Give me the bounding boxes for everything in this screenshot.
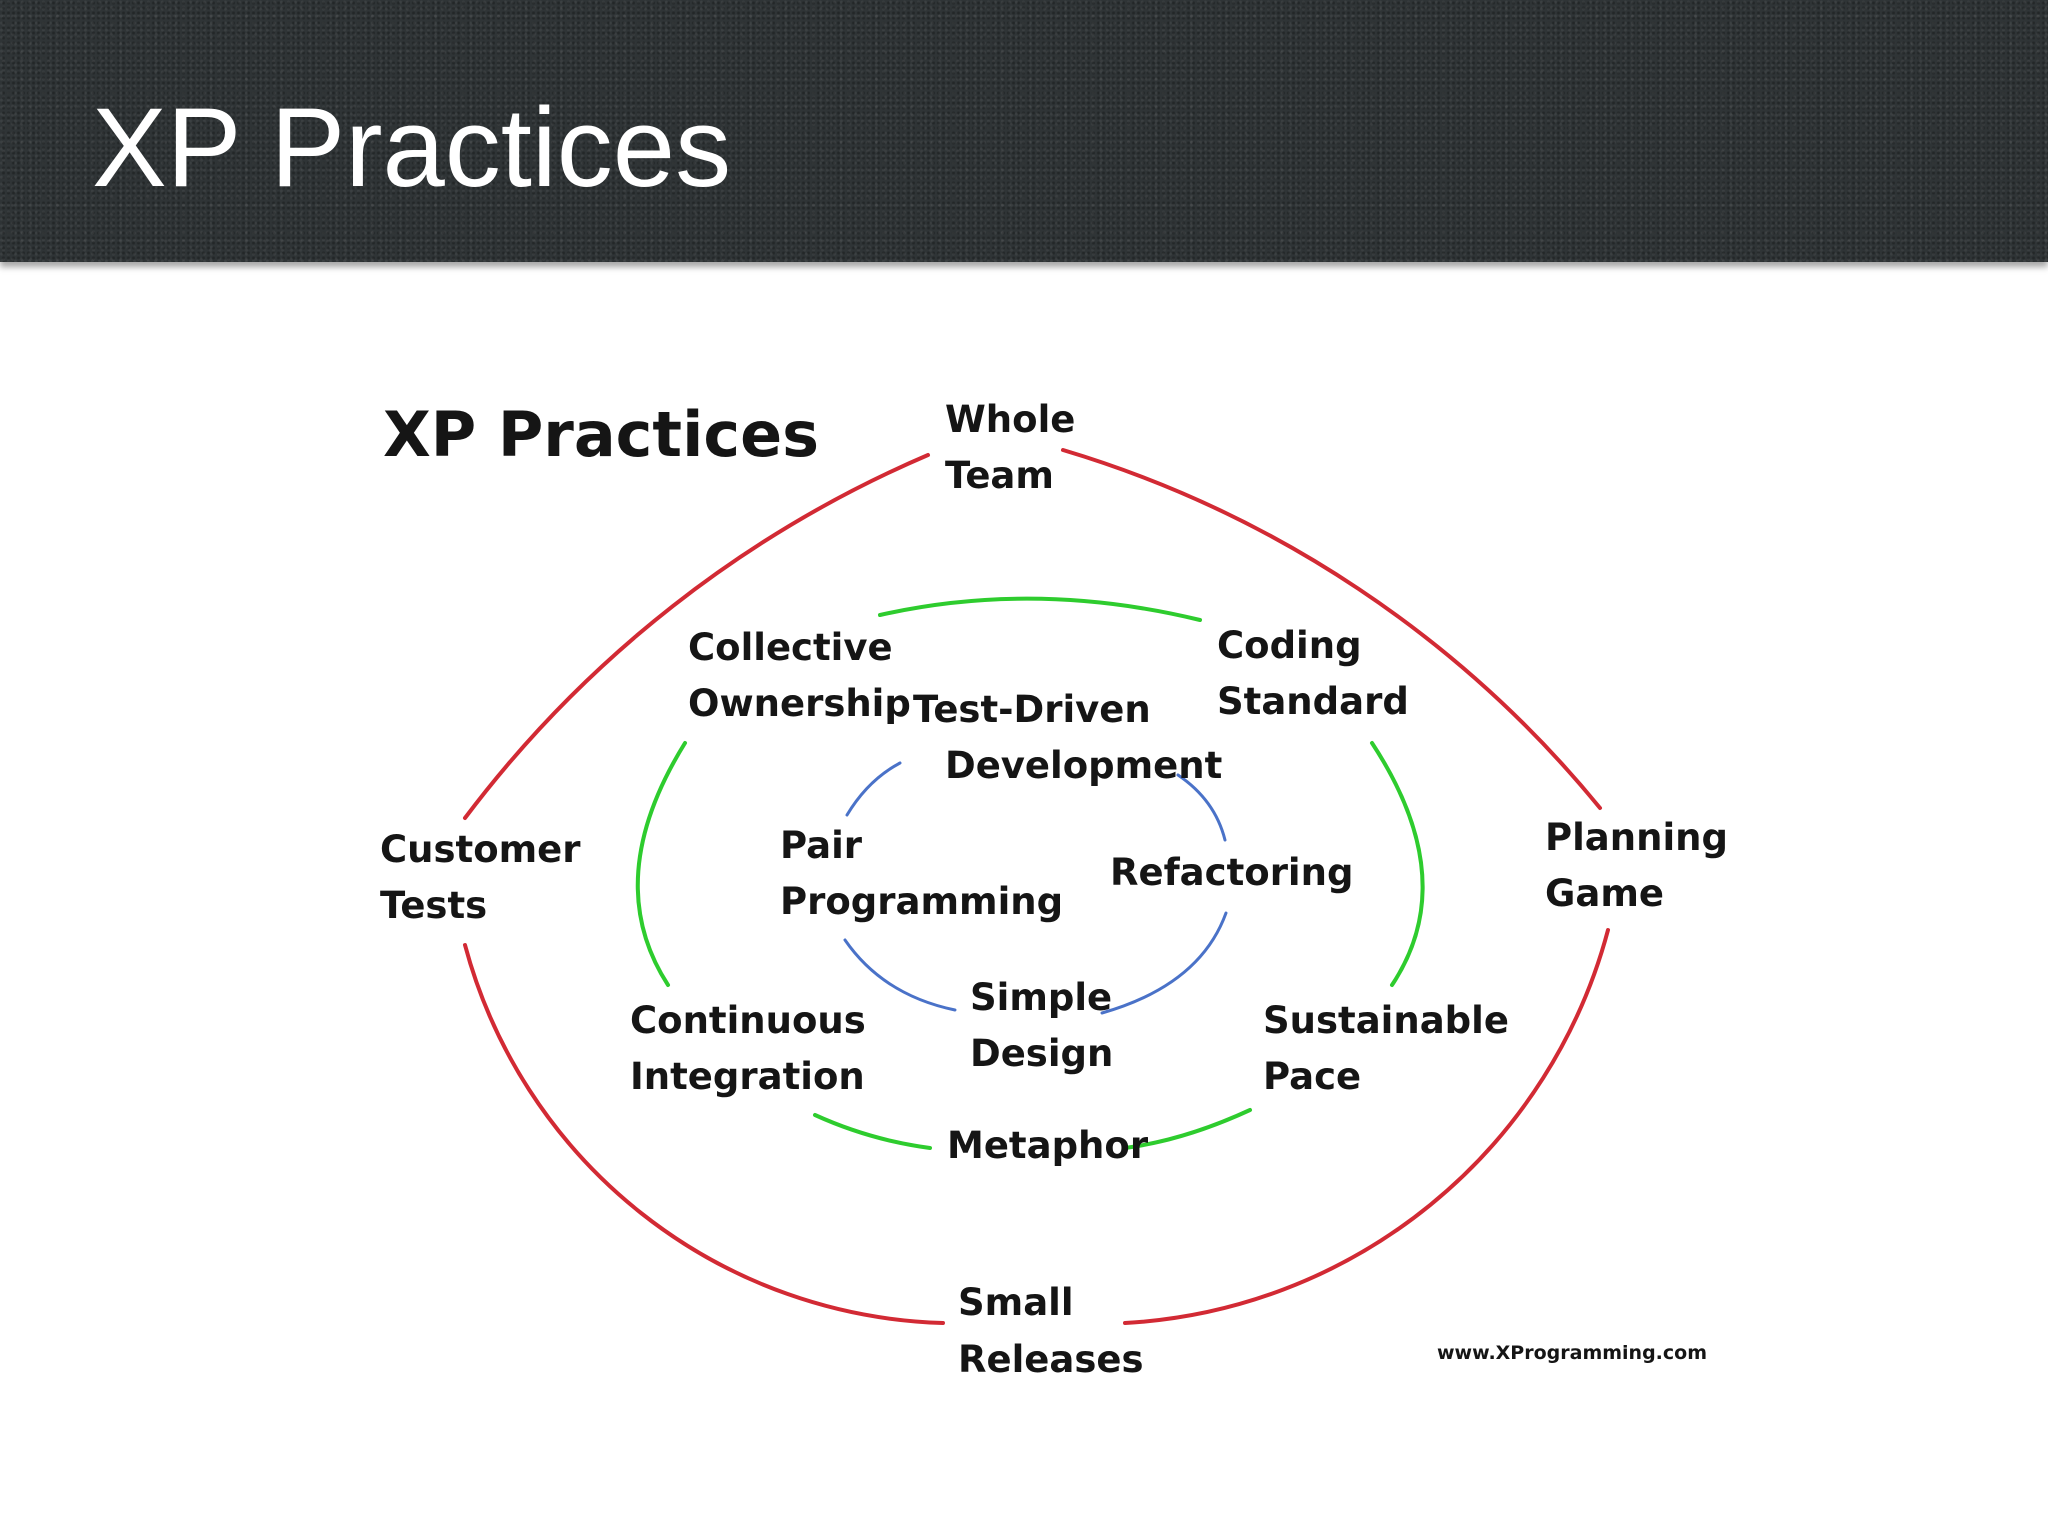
- small-releases-label: Small: [958, 1281, 1074, 1324]
- planning-game-label: Game: [1545, 872, 1664, 915]
- diagram-title: XP Practices: [383, 398, 819, 471]
- inner-ring-arc: [1100, 911, 1228, 1015]
- collective-ownership-label: Collective: [688, 626, 893, 669]
- refactoring-label: Refactoring: [1110, 851, 1353, 894]
- simple-design-label: Design: [970, 1032, 1113, 1075]
- pair-programming-label: Pair: [780, 824, 863, 867]
- middle-ring-labels: Collective Ownership Coding Standard Sus…: [630, 624, 1509, 1167]
- inner-ring-labels: Test-Driven Development Refactoring Simp…: [780, 688, 1353, 1075]
- customer-tests-label: Customer: [380, 828, 581, 871]
- middle-ring: [635, 596, 1425, 1150]
- sustainable-pace-label: Sustainable: [1263, 999, 1509, 1042]
- outer-ring-labels: Whole Team Planning Game Small Releases …: [380, 398, 1728, 1381]
- credit-text: www.XProgramming.com: [1437, 1342, 1707, 1364]
- whole-team-label: Whole: [945, 398, 1075, 441]
- inner-ring-arc: [845, 761, 902, 817]
- metaphor-label: Metaphor: [947, 1124, 1149, 1167]
- slide-title: XP Practices: [92, 85, 732, 210]
- coding-standard-label: Coding: [1217, 624, 1362, 667]
- outer-ring-arc: [1123, 928, 1610, 1325]
- middle-ring-arc: [878, 596, 1202, 622]
- middle-ring-arc: [1123, 1108, 1252, 1150]
- collective-ownership-label: Ownership: [688, 682, 911, 725]
- outer-ring-arc: [1061, 448, 1602, 810]
- small-releases-label: Releases: [958, 1338, 1143, 1381]
- whole-team-label: Team: [945, 454, 1054, 497]
- simple-design-label: Simple: [970, 976, 1112, 1019]
- inner-ring-arc: [843, 938, 957, 1012]
- middle-ring-arc: [635, 741, 687, 987]
- pair-programming-label: Programming: [780, 880, 1063, 923]
- continuous-integration-label: Continuous: [630, 999, 866, 1042]
- planning-game-label: Planning: [1545, 816, 1728, 859]
- continuous-integration-label: Integration: [630, 1055, 865, 1098]
- sustainable-pace-label: Pace: [1263, 1055, 1361, 1098]
- outer-ring: [463, 448, 1610, 1325]
- coding-standard-label: Standard: [1217, 680, 1409, 723]
- outer-ring-arc: [463, 943, 945, 1325]
- middle-ring-arc: [813, 1113, 932, 1150]
- outer-ring-arc: [463, 453, 930, 820]
- inner-ring: [843, 761, 1228, 1015]
- customer-tests-label: Tests: [380, 884, 487, 927]
- inner-ring-arc: [1176, 773, 1227, 842]
- slide-header: XP Practices: [0, 0, 2048, 262]
- test-driven-development-label: Development: [945, 744, 1222, 787]
- test-driven-development-label: Test-Driven: [913, 688, 1151, 731]
- middle-ring-arc: [1370, 741, 1425, 987]
